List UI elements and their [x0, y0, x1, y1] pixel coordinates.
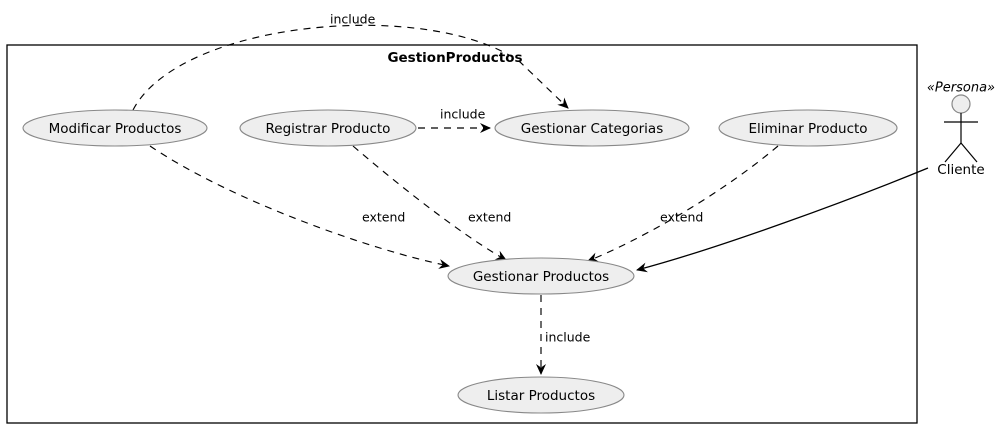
actor-head-icon: [951, 94, 971, 114]
package-boundary: [6, 44, 918, 424]
actor-cliente[interactable]: «Persona» Cliente: [927, 81, 995, 179]
use-case-eliminar[interactable]: Eliminar Producto: [718, 109, 898, 147]
actor-stereotype: «Persona»: [927, 81, 995, 96]
actor-leg-right-icon: [960, 142, 978, 163]
edge-label-include: include: [440, 107, 486, 122]
package-title: GestionProductos: [387, 50, 522, 66]
use-case-modificar[interactable]: Modificar Productos: [22, 109, 208, 147]
use-case-ellipse-categorias: [494, 109, 690, 147]
edge-label-extend: extend: [468, 210, 511, 225]
relationship-extend: extend: [352, 145, 511, 261]
use-case-label-modificar: Modificar Productos: [49, 121, 182, 137]
edge-label-extend: extend: [362, 210, 405, 225]
relationship-include: include: [418, 107, 491, 133]
use-case-label-registrar: Registrar Producto: [266, 121, 391, 137]
relationship-extend: extend: [149, 145, 450, 269]
edge-label-include: include: [330, 12, 376, 27]
actor-leg-left-icon: [944, 142, 962, 163]
relationship-extend: extend: [587, 145, 779, 262]
use-case-label-listar: Listar Productos: [487, 388, 595, 404]
use-case-label-eliminar: Eliminar Producto: [748, 121, 867, 137]
edge-line-modificar-extend-gestionar: [149, 145, 450, 269]
use-case-ellipse-modificar: [22, 109, 208, 147]
edge-label-extend: extend: [660, 210, 703, 225]
edge-line-modificar-include-categorias: [132, 24, 569, 111]
edge-line-eliminar-extend-gestionar: [587, 145, 779, 262]
use-case-categorias[interactable]: Gestionar Categorias: [494, 109, 690, 147]
use-case-label-categorias: Gestionar Categorias: [521, 121, 664, 137]
edge-line-cliente-association-gestionar: [636, 167, 929, 273]
relationship-edges-layer: include include extend extend extend include: [132, 12, 929, 375]
edge-line-registrar-extend-gestionar: [352, 145, 507, 261]
use-case-registrar[interactable]: Registrar Producto: [239, 109, 417, 147]
relationship-association: [636, 167, 929, 273]
edge-label-include: include: [545, 330, 591, 345]
use-case-gestionar[interactable]: Gestionar Productos: [447, 257, 635, 295]
use-case-ellipse-listar: [457, 376, 625, 414]
use-case-listar[interactable]: Listar Productos: [457, 376, 625, 414]
use-case-ellipse-gestionar: [447, 257, 635, 295]
relationship-include: include: [132, 12, 569, 111]
use-case-ellipse-registrar: [239, 109, 417, 147]
actor-name: Cliente: [937, 162, 984, 178]
relationship-include: include: [536, 295, 591, 375]
use-case-ellipse-eliminar: [718, 109, 898, 147]
use-case-label-gestionar: Gestionar Productos: [473, 269, 609, 285]
